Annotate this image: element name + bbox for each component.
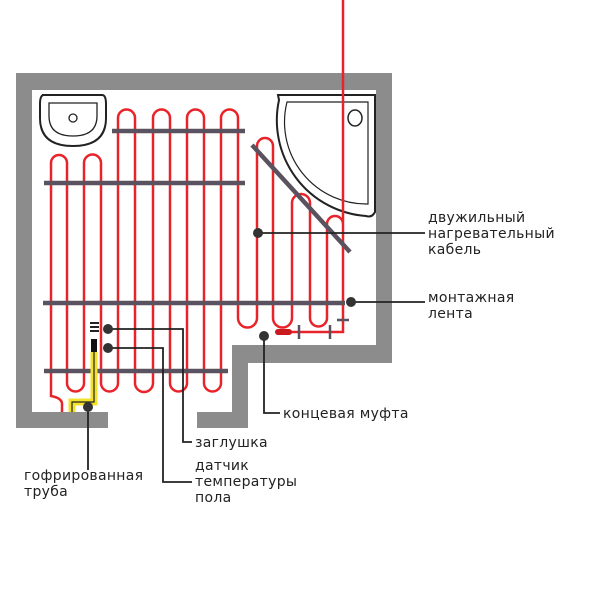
sensor-marker [103, 343, 113, 353]
tape-diagonal [250, 143, 352, 254]
label-tape: монтажная лента [428, 290, 514, 322]
sink-icon [39, 94, 107, 148]
tube-marker [83, 402, 93, 412]
mounting-tapes [43, 128, 352, 374]
tape-marker [346, 297, 356, 307]
label-plug: заглушка [195, 435, 268, 451]
wall-top [16, 73, 392, 90]
corrugated-tube [68, 352, 98, 412]
sensor-icon [90, 322, 99, 352]
wall-step-vertical [232, 345, 248, 428]
label-end-sleeve: концевая муфта [283, 406, 409, 422]
wall-bottom-left [16, 412, 108, 428]
label-tube: гофрированная труба [24, 468, 143, 500]
label-line: монтажная [428, 290, 514, 306]
plug-marker [103, 324, 113, 334]
end-sleeve-icon [275, 318, 349, 339]
label-line: гофрированная [24, 468, 143, 484]
label-line: кабель [428, 242, 481, 258]
wall-right [376, 73, 392, 363]
label-line: двужильный [428, 210, 525, 226]
label-line: пола [195, 490, 231, 506]
end-sleeve-marker [259, 331, 269, 341]
cable-marker [253, 228, 263, 238]
wall-step [232, 345, 392, 363]
label-line: датчик [195, 458, 249, 474]
label-line: лента [428, 306, 473, 322]
walls [16, 73, 392, 428]
leader-lines [83, 228, 425, 483]
wall-bottom-right [197, 412, 248, 428]
label-line: нагревательный [428, 226, 555, 242]
label-sensor: датчик температуры пола [195, 458, 297, 506]
shower-tray-icon [275, 94, 376, 218]
label-cable: двужильный нагревательный кабель [428, 210, 555, 258]
heating-cable [49, 0, 345, 412]
label-line: труба [24, 484, 68, 500]
wall-left [16, 73, 32, 428]
label-line: температуры [195, 474, 297, 490]
